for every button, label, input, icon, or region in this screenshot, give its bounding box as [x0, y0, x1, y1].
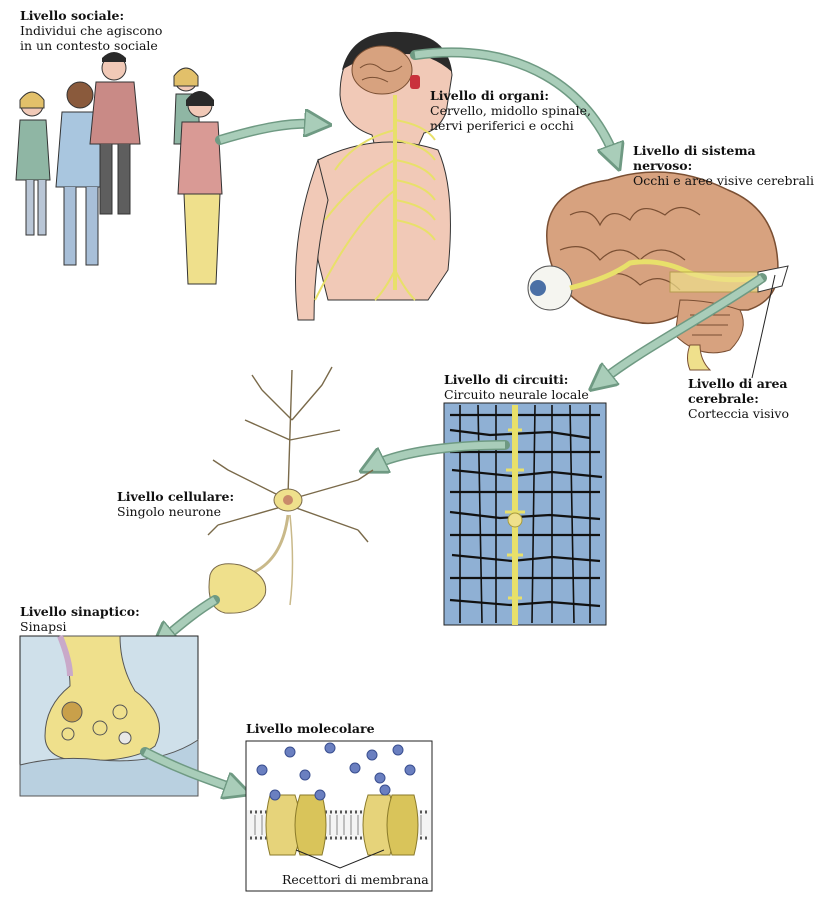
- label-cellular-level: Livello cellulare: Singolo neurone: [117, 489, 234, 519]
- label-nervous-system-level: Livello di sistema nervoso: Occhi e aree…: [633, 143, 814, 188]
- membrane-receptors-caption: Recettori di membrana: [282, 872, 429, 887]
- brain-area-pointer: [751, 274, 776, 379]
- circuit-panel: [443, 402, 607, 626]
- synaptic-level-title: Livello sinaptico:: [20, 604, 140, 619]
- organs-level-title: Livello di organi:: [430, 88, 549, 103]
- label-molecular-level: Livello molecolare: [246, 721, 375, 736]
- label-circuits-level: Livello di circuiti: Circuito neurale lo…: [444, 372, 589, 402]
- organs-level-line2: nervi periferici e occhi: [430, 118, 574, 133]
- organs-illustration: [295, 31, 453, 321]
- molecular-panel: [245, 740, 433, 892]
- brain-area-level-line1: Corteccia visivo: [688, 406, 789, 421]
- axon-terminal: [208, 563, 267, 614]
- synapse-panel: [19, 634, 199, 797]
- cellular-level-title: Livello cellulare:: [117, 489, 235, 504]
- social-group-illustration: [15, 52, 223, 285]
- nervous-system-level-line1: Occhi e aree visive cerebrali: [633, 173, 814, 188]
- label-organs-level: Livello di organi: Cervello, midollo spi…: [430, 88, 591, 133]
- cellular-level-line1: Singolo neurone: [117, 504, 222, 519]
- neuron-nucleus: [283, 495, 293, 505]
- label-social-level: Livello sociale: Individui che agiscono …: [20, 8, 162, 53]
- nervous-system-level-title: Livello di sistema nervoso:: [633, 143, 756, 173]
- organs-level-line1: Cervello, midollo spinale,: [430, 103, 592, 118]
- synaptic-level-line1: Sinapsi: [20, 619, 67, 634]
- label-brain-area-level: Livello di area cerebrale: Corteccia vis…: [688, 376, 789, 421]
- label-membrane-receptors: Recettori di membrana: [282, 872, 429, 887]
- brain-area-level-title1: Livello di area: [688, 376, 788, 391]
- circuits-level-line1: Circuito neurale locale: [444, 387, 589, 402]
- social-level-line1: Individui che agiscono: [20, 23, 163, 38]
- social-level-title: Livello sociale:: [20, 8, 125, 23]
- brain-area-level-title2: cerebrale:: [688, 391, 759, 406]
- circuits-level-title: Livello di circuiti:: [444, 372, 569, 387]
- molecular-level-title: Livello molecolare: [246, 721, 375, 736]
- label-synaptic-level: Livello sinaptico: Sinapsi: [20, 604, 140, 634]
- social-level-line2: in un contesto sociale: [20, 38, 158, 53]
